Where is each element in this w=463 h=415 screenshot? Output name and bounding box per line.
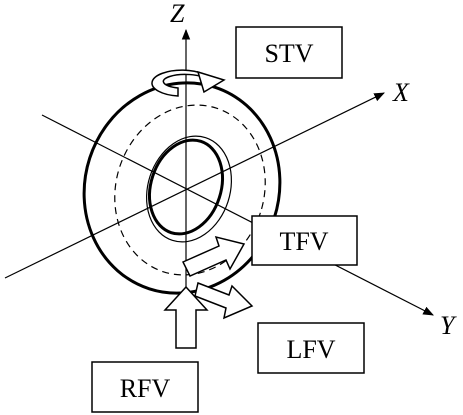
- y-axis-label: Y: [440, 311, 457, 340]
- tire-outer: [82, 81, 282, 295]
- tfv-arrow-icon: [181, 235, 246, 277]
- tire-tread-dashed: [114, 104, 266, 276]
- z-axis-label: Z: [170, 0, 185, 28]
- rim-outer: [145, 135, 233, 243]
- rfv-label: RFV: [120, 374, 171, 403]
- stv-label: STV: [264, 39, 313, 68]
- x-axis-label: X: [392, 78, 410, 107]
- stv-label-box: STV: [235, 26, 343, 79]
- y-axis-line: [41, 114, 434, 316]
- tfv-label: TFV: [279, 227, 328, 256]
- x-axis-line: [4, 92, 385, 279]
- lfv-label-box: LFV: [257, 322, 365, 374]
- rfv-label-box: RFV: [91, 361, 199, 413]
- tfv-label-box: TFV: [251, 215, 358, 266]
- lfv-arrow-icon: [194, 281, 254, 320]
- lfv-label: LFV: [286, 335, 335, 364]
- rfv-arrow-icon: [163, 285, 209, 349]
- rim-inner: [148, 138, 224, 236]
- stv-rotation-arrow-icon: [151, 69, 226, 97]
